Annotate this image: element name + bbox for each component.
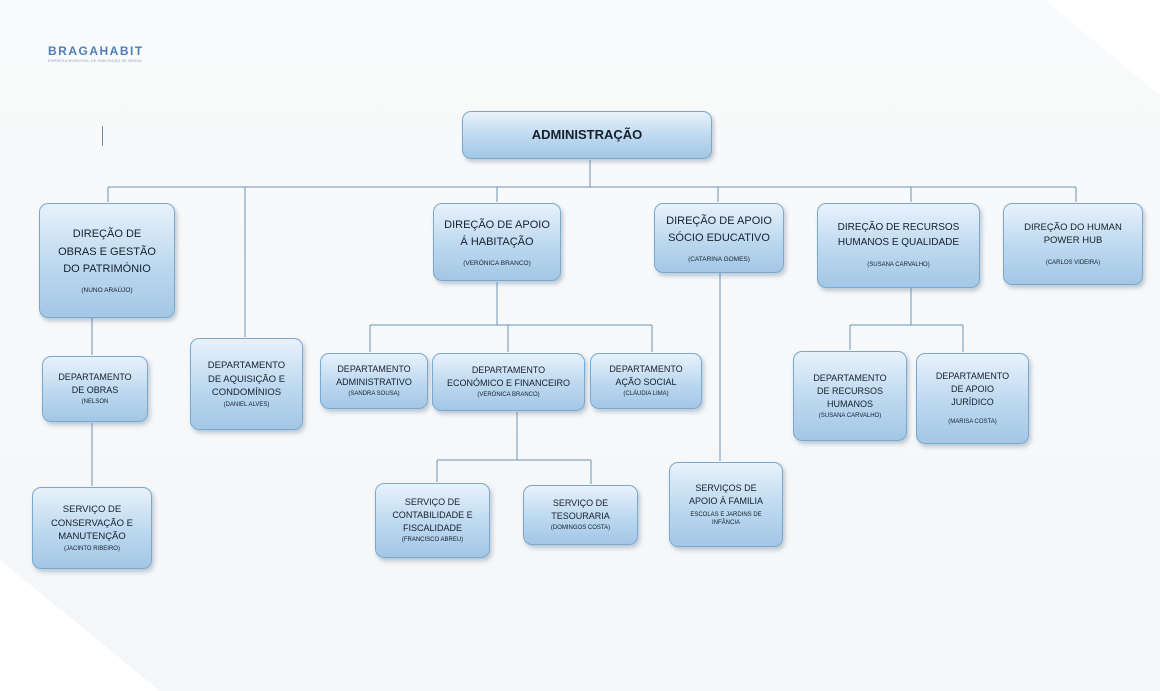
node-person: (DOMINGOS COSTA) — [550, 525, 611, 532]
node-title-line: DEPARTAMENTO — [609, 364, 683, 375]
node-title: ADMINISTRAÇÃO — [531, 126, 643, 142]
node-title-line: SERVIÇO DE — [62, 503, 122, 515]
node-direcao-obras: DIREÇÃO DE OBRAS E GESTÃO DO PATRIMÓNIO … — [39, 203, 175, 318]
logo-tagline: EMPRESA MUNICIPAL DE HABITAÇÃO DE BRAGA — [48, 59, 143, 63]
node-departamento-acao-social: DEPARTAMENTO AÇÃO SOCIAL (CLÁUDIA LIMA) — [590, 353, 702, 409]
node-title-line: DE APOIO — [950, 384, 994, 395]
node-title-line: SÓCIO EDUCATIVO — [668, 232, 770, 245]
node-title-line: CONDOMÍNIOS — [211, 387, 282, 399]
node-subtitle-line: INFÂNCIA — [711, 520, 740, 527]
node-title-line: DO PATRIMÓNIO — [63, 263, 151, 276]
node-person: (FRANCISCO ABREU) — [401, 537, 464, 544]
node-title-line: DIREÇÃO DE RECURSOS — [837, 222, 960, 234]
node-title-line: DEPARTAMENTO — [471, 365, 546, 376]
node-title-line: DIREÇÃO DE — [72, 228, 142, 241]
node-title-line: HUMANOS E QUALIDADE — [837, 236, 960, 248]
node-title-line: DE OBRAS — [71, 385, 119, 396]
node-title-line: DE RECURSOS — [816, 385, 883, 396]
node-title-line: DEPARTAMENTO — [813, 372, 887, 383]
node-title-line: DIREÇÃO DO HUMAN — [1024, 221, 1122, 233]
node-person: (NUNO ARAÚJO) — [81, 286, 133, 294]
node-person: (CATARINA GOMES) — [688, 255, 750, 263]
node-departamento-economico: DEPARTAMENTO ECONÓMICO E FINANCEIRO (VER… — [432, 353, 585, 411]
node-servicos-apoio-familia: SERVIÇOS DE APOIO À FAMILIA ESCOLAS E JA… — [669, 462, 783, 547]
node-person: (JACINTO RIBEIRO) — [64, 546, 120, 553]
node-administracao: ADMINISTRAÇÃO — [462, 111, 712, 159]
node-title-line: SERVIÇO DE — [552, 498, 609, 509]
node-title-line: DIREÇÃO DE APOIO — [666, 214, 772, 227]
node-person: (DANIEL ALVES) — [223, 402, 270, 409]
node-title-line: HUMANOS — [826, 398, 873, 409]
node-title-line: CONTABILIDADE E — [392, 510, 473, 521]
node-departamento-recursos-humanos: DEPARTAMENTO DE RECURSOS HUMANOS (SUSANA… — [793, 351, 907, 441]
node-servico-contabilidade: SERVIÇO DE CONTABILIDADE E FISCALIDADE (… — [375, 483, 490, 558]
node-title-line: JURÍDICO — [951, 397, 994, 408]
node-departamento-administrativo: DEPARTAMENTO ADMINISTRATIVO (SANDRA SOUS… — [320, 353, 428, 409]
node-departamento-apoio-juridico: DEPARTAMENTO DE APOIO JURÍDICO (MARISA C… — [916, 353, 1029, 444]
node-person: (VERÓNICA BRANCO) — [477, 392, 540, 399]
node-title-line: POWER HUB — [1043, 235, 1103, 247]
node-title-line: TESOURARIA — [551, 511, 610, 522]
node-title-line: DE AQUISIÇÃO E — [207, 373, 286, 385]
node-title-line: OBRAS E GESTÃO — [58, 245, 156, 258]
node-person: (SUSANA CARVALHO) — [867, 262, 930, 269]
node-person: (VERÓNICA BRANCO) — [463, 259, 531, 267]
node-person: (SANDRA SOUSA) — [348, 391, 400, 398]
node-title-line: Á HABITAÇÃO — [460, 236, 534, 249]
node-title-line: DIREÇÃO DE APOIO — [444, 218, 550, 231]
node-title-line: FISCALIDADE — [402, 523, 462, 534]
node-title-line: DEPARTAMENTO — [207, 359, 286, 371]
node-servico-tesouraria: SERVIÇO DE TESOURARIA (DOMINGOS COSTA) — [523, 485, 638, 545]
node-person: (CLÁUDIA LIMA) — [623, 391, 669, 398]
node-title-line: DEPARTAMENTO — [935, 371, 1010, 382]
node-departamento-obras: DEPARTAMENTO DE OBRAS (NELSON — [42, 356, 148, 422]
node-direcao-recursos-humanos: DIREÇÃO DE RECURSOS HUMANOS E QUALIDADE … — [817, 203, 980, 288]
node-title-line: SERVIÇO DE — [404, 497, 461, 508]
node-direcao-human-power-hub: DIREÇÃO DO HUMAN POWER HUB (CARLOS VIDEI… — [1003, 203, 1143, 285]
node-subtitle-line: ESCOLAS E JARDINS DE — [690, 511, 762, 518]
node-person: (SUSANA CARVALHO) — [818, 412, 882, 419]
bragahabit-logo: BRAGAHABIT EMPRESA MUNICIPAL DE HABITAÇÃ… — [48, 44, 144, 63]
node-title-line: ECONÓMICO E FINANCEIRO — [446, 378, 570, 389]
node-person: (MARISA COSTA) — [948, 419, 997, 426]
node-title-line: MANUTENÇÃO — [58, 531, 126, 543]
node-title-line: SERVIÇOS DE — [695, 482, 757, 493]
node-title-line: ADMINISTRATIVO — [336, 377, 412, 388]
node-title-line: AÇÃO SOCIAL — [615, 377, 677, 388]
node-servico-conservacao: SERVIÇO DE CONSERVAÇÃO E MANUTENÇÃO (JAC… — [32, 487, 152, 569]
node-departamento-aquisicao: DEPARTAMENTO DE AQUISIÇÃO E CONDOMÍNIOS … — [190, 338, 303, 430]
node-direcao-socio-educativo: DIREÇÃO DE APOIO SÓCIO EDUCATIVO (CATARI… — [654, 203, 784, 273]
node-person: (CARLOS VIDEIRA) — [1045, 260, 1101, 267]
logo-name: BRAGAHABIT — [48, 44, 144, 58]
margin-mark — [102, 126, 103, 146]
node-title-line: CONSERVAÇÃO E — [50, 517, 133, 529]
node-person: (NELSON — [81, 399, 109, 406]
node-direcao-habitacao: DIREÇÃO DE APOIO Á HABITAÇÃO (VERÓNICA B… — [433, 203, 561, 281]
node-title-line: APOIO À FAMILIA — [688, 495, 764, 506]
node-title-line: DEPARTAMENTO — [337, 364, 411, 375]
node-title-line: DEPARTAMENTO — [58, 372, 132, 383]
